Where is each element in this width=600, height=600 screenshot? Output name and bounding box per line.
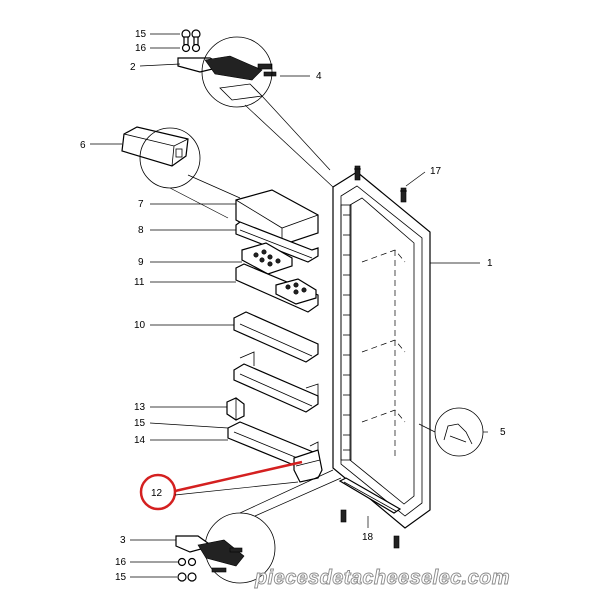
- callout-17: 17: [430, 166, 442, 177]
- callout-5: 5: [500, 427, 506, 438]
- hinge-pin-bottom-right: [393, 535, 400, 549]
- callout-12: 12: [151, 488, 163, 499]
- top-hinge-assembly: [177, 29, 277, 81]
- callout-15-bottom: 15: [115, 572, 127, 583]
- shelf-8: [235, 221, 319, 263]
- callout-11: 11: [134, 277, 145, 288]
- callout-14: 14: [134, 435, 146, 446]
- shelf-11: [235, 263, 319, 313]
- watermark-text: piecesdetacheeselec.com: [254, 567, 510, 589]
- shelf-middle: [233, 351, 319, 413]
- callout-15-mid: 15: [134, 418, 146, 429]
- callout-3: 3: [120, 535, 126, 546]
- callout-1: 1: [487, 258, 493, 269]
- butter-compartment: [235, 189, 319, 246]
- door-rail-studs: [340, 204, 352, 461]
- hinge-pin-bottom-left: [340, 509, 347, 523]
- door-bottom-bar: [338, 477, 402, 514]
- hinge-pin-top-right: [400, 187, 407, 203]
- bottom-hinge-assembly: [175, 469, 342, 584]
- leader-lines: [90, 33, 488, 578]
- shelf-10: [233, 311, 319, 363]
- callout-16-top: 16: [135, 43, 147, 54]
- hinge-pin-top-left: [354, 165, 361, 181]
- door-panel: [332, 171, 431, 529]
- highlight-12: [139, 460, 303, 511]
- callout-4: 4: [316, 71, 322, 82]
- bracket-13: [226, 397, 245, 421]
- callout-10: 10: [134, 320, 146, 331]
- callout-15-top: 15: [135, 29, 147, 40]
- control-box: [121, 126, 241, 219]
- top-hinge-zoom-circle: [201, 36, 334, 188]
- callout-16-bottom: 16: [115, 557, 127, 568]
- callout-8: 8: [138, 225, 144, 236]
- callout-6: 6: [80, 140, 86, 151]
- callout-18: 18: [362, 532, 374, 543]
- bottom-shelf-12: [293, 449, 323, 483]
- callout-7: 7: [138, 199, 144, 210]
- callout-9: 9: [138, 257, 144, 268]
- callout-13: 13: [134, 402, 146, 413]
- egg-tray: [241, 242, 293, 275]
- callout-2: 2: [130, 62, 136, 73]
